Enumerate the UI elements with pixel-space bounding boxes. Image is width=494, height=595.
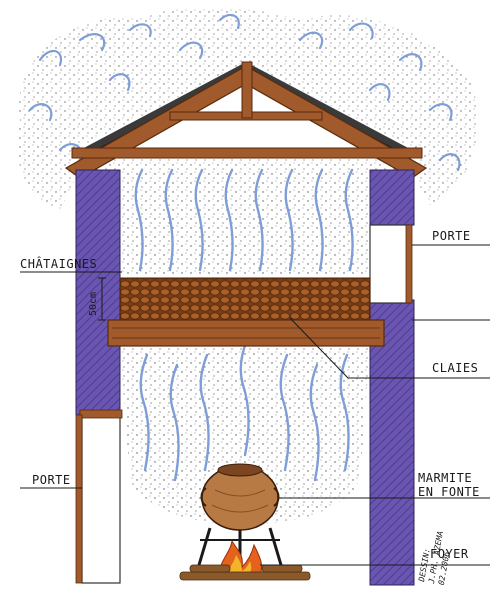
label-marmite: MARMITE: [418, 471, 472, 485]
bottom-door: [82, 415, 120, 583]
label-claies: CLAIES: [432, 361, 478, 375]
label-chataignes: CHÂTAIGNES: [20, 256, 97, 271]
label-en-fonte: EN FONTE: [418, 485, 480, 499]
chestnut-layer: [108, 278, 384, 346]
right-wall-upper: [370, 170, 414, 225]
signature: DESSIN: J.PH. AZEMA 02.2006: [417, 528, 455, 586]
label-porte-top: PORTE: [432, 229, 471, 243]
label-50cm: 50cm: [88, 292, 99, 316]
label-porte-left: PORTE: [32, 473, 71, 487]
drying-rack: [108, 320, 384, 346]
top-door: [370, 225, 410, 303]
